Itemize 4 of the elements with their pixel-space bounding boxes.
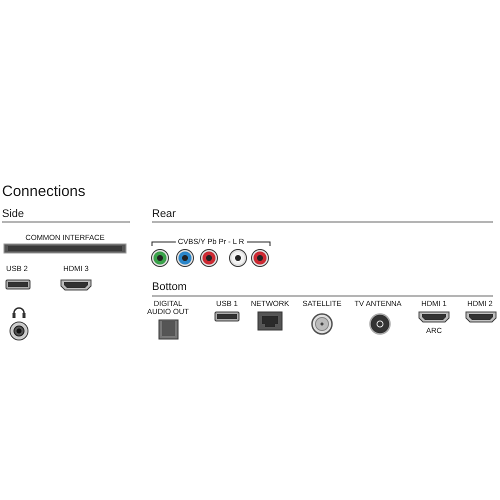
section-heading: Side xyxy=(2,208,24,220)
section-heading: Bottom xyxy=(152,281,187,294)
section-heading: Rear xyxy=(152,208,176,220)
title: Connections xyxy=(2,184,86,200)
